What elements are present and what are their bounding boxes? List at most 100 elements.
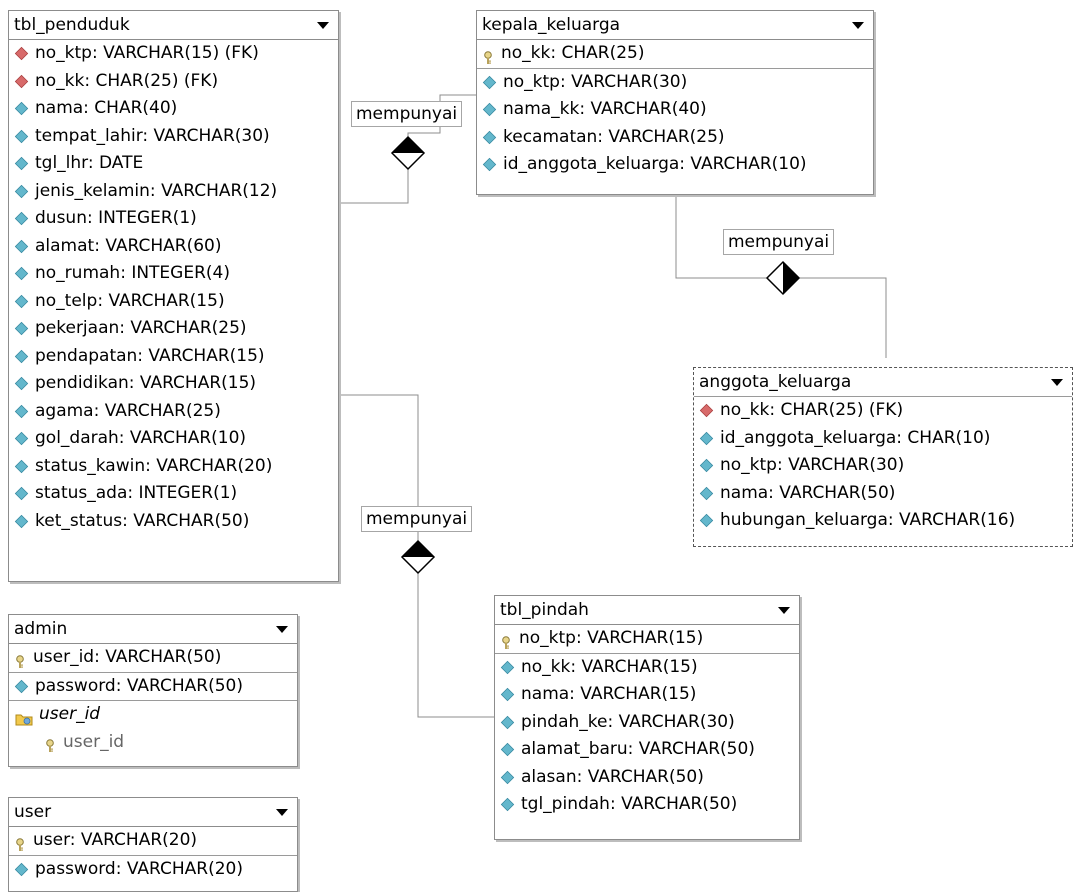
field-text: pekerjaan: VARCHAR(25) <box>35 318 247 338</box>
primary-key-row[interactable]: user_id: VARCHAR(50) <box>9 644 297 673</box>
column-row[interactable]: dusun: INTEGER(1) <box>9 205 338 233</box>
table-tbl-penduduk[interactable]: tbl_penduduk no_ktp: VARCHAR(15) (FK)no_… <box>8 10 339 582</box>
column-icon <box>500 798 515 812</box>
column-row[interactable]: no_ktp: VARCHAR(30) <box>694 452 1072 480</box>
table-header[interactable]: tbl_pindah <box>495 596 799 625</box>
field-text: nama: VARCHAR(50) <box>720 482 896 503</box>
column-row[interactable]: kecamatan: VARCHAR(25) <box>477 124 873 152</box>
column-row[interactable]: agama: VARCHAR(25) <box>9 398 338 426</box>
table-kepala-keluarga[interactable]: kepala_keluarga no_kk: CHAR(25) no_ktp: … <box>476 10 874 195</box>
column-row[interactable]: password: VARCHAR(20) <box>9 856 297 884</box>
key-icon <box>15 651 25 668</box>
column-icon <box>14 862 29 876</box>
field-text: no_ktp: VARCHAR(15) (FK) <box>35 43 259 63</box>
column-row[interactable]: nama: VARCHAR(15) <box>495 681 799 709</box>
field-text: alamat: VARCHAR(60) <box>35 235 222 256</box>
field-text: password: VARCHAR(20) <box>35 858 243 879</box>
column-icon <box>482 158 497 172</box>
column-icon <box>14 157 29 171</box>
column-row[interactable]: jenis_kelamin: VARCHAR(12) <box>9 178 338 206</box>
dropdown-arrow-icon[interactable] <box>1051 379 1063 386</box>
dropdown-arrow-icon[interactable] <box>778 607 790 614</box>
column-row[interactable]: alamat_baru: VARCHAR(50) <box>495 736 799 764</box>
column-row[interactable]: nama: CHAR(40) <box>9 95 338 123</box>
field-text: agama: VARCHAR(25) <box>35 400 221 421</box>
field-text: gol_darah: VARCHAR(10) <box>35 428 247 448</box>
column-icon <box>699 486 714 500</box>
column-row[interactable]: status_ada: INTEGER(1) <box>9 480 338 508</box>
dropdown-arrow-icon[interactable] <box>852 22 864 29</box>
table-header[interactable]: tbl_penduduk <box>9 11 338 40</box>
foreign-key-row[interactable]: no_kk: CHAR(25) (FK) <box>9 68 338 96</box>
table-tbl-pindah[interactable]: tbl_pindah no_ktp: VARCHAR(15) no_kk: VA… <box>494 595 800 840</box>
column-icon <box>699 431 714 445</box>
field-text: jenis_kelamin: VARCHAR(12) <box>35 180 278 201</box>
dropdown-arrow-icon[interactable] <box>276 626 288 633</box>
column-icon <box>14 432 29 446</box>
column-row[interactable]: nama: VARCHAR(50) <box>694 480 1072 508</box>
column-row[interactable]: id_anggota_keluarga: VARCHAR(10) <box>477 151 873 179</box>
column-row[interactable]: pendapatan: VARCHAR(15) <box>9 343 338 371</box>
column-row[interactable]: alamat: VARCHAR(60) <box>9 233 338 261</box>
column-icon <box>14 349 29 363</box>
table-admin[interactable]: admin user_id: VARCHAR(50) password: VAR… <box>8 614 298 767</box>
column-row[interactable]: password: VARCHAR(50) <box>9 673 297 701</box>
foreign-key-icon <box>14 74 29 88</box>
column-row[interactable]: pendidikan: VARCHAR(15) <box>9 370 338 398</box>
column-row[interactable]: tempat_lahir: VARCHAR(30) <box>9 123 338 151</box>
column-icon <box>14 239 29 253</box>
column-row[interactable]: tgl_pindah: VARCHAR(50) <box>495 791 799 819</box>
primary-key-row[interactable]: user: VARCHAR(20) <box>9 827 297 856</box>
field-list: no_kk: VARCHAR(15)nama: VARCHAR(15)pinda… <box>495 654 799 819</box>
column-row[interactable]: status_kawin: VARCHAR(20) <box>9 453 338 481</box>
column-row[interactable]: no_kk: VARCHAR(15) <box>495 654 799 682</box>
table-header[interactable]: admin <box>9 615 297 644</box>
table-header[interactable]: user <box>9 798 297 827</box>
table-user[interactable]: user user: VARCHAR(20) password: VARCHAR… <box>8 797 298 892</box>
field-text: id_anggota_keluarga: CHAR(10) <box>720 427 991 448</box>
column-row[interactable]: hubungan_keluarga: VARCHAR(16) <box>694 507 1072 535</box>
field-text: status_kawin: VARCHAR(20) <box>35 455 273 476</box>
primary-key-row[interactable]: no_kk: CHAR(25) <box>477 40 873 69</box>
relation-label: mempunyai <box>351 101 463 127</box>
table-title: tbl_pindah <box>500 600 589 620</box>
field-list: password: VARCHAR(50) <box>9 673 297 701</box>
column-icon <box>500 688 515 702</box>
field-list: no_ktp: VARCHAR(15) (FK) no_kk: CHAR(25) … <box>9 40 338 535</box>
dropdown-arrow-icon[interactable] <box>317 22 329 29</box>
column-icon <box>14 212 29 226</box>
field-text: nama: CHAR(40) <box>35 98 178 118</box>
column-icon <box>699 459 714 473</box>
column-row[interactable]: ket_status: VARCHAR(50) <box>9 508 338 536</box>
table-title: user <box>14 802 52 822</box>
column-row[interactable]: pindah_ke: VARCHAR(30) <box>495 709 799 737</box>
index-key-row[interactable]: user_id <box>9 729 297 757</box>
table-header[interactable]: kepala_keluarga <box>477 11 873 40</box>
field-list: no_kk: CHAR(25) (FK)id_anggota_keluarga:… <box>694 397 1072 535</box>
table-anggota-keluarga[interactable]: anggota_keluarga no_kk: CHAR(25) (FK)id_… <box>693 367 1073 547</box>
table-title: kepala_keluarga <box>482 15 621 35</box>
dropdown-arrow-icon[interactable] <box>276 809 288 816</box>
key-icon <box>501 632 511 649</box>
column-row[interactable]: id_anggota_keluarga: CHAR(10) <box>694 425 1072 453</box>
table-title: admin <box>14 619 68 639</box>
primary-key-row[interactable]: no_ktp: VARCHAR(15) <box>495 625 799 654</box>
table-header[interactable]: anggota_keluarga <box>694 368 1072 397</box>
column-row[interactable]: nama_kk: VARCHAR(40) <box>477 96 873 124</box>
index-row[interactable]: user_id <box>9 701 297 729</box>
column-row[interactable]: no_ktp: VARCHAR(30) <box>477 69 873 97</box>
column-row[interactable]: no_telp: VARCHAR(15) <box>9 288 338 316</box>
field-text: kecamatan: VARCHAR(25) <box>503 126 725 147</box>
column-row[interactable]: gol_darah: VARCHAR(10) <box>9 425 338 453</box>
key-icon <box>483 47 493 64</box>
column-row[interactable]: alasan: VARCHAR(50) <box>495 764 799 792</box>
field-text: pendidikan: VARCHAR(15) <box>35 373 257 393</box>
field-text: id_anggota_keluarga: VARCHAR(10) <box>503 154 807 174</box>
foreign-key-row[interactable]: no_kk: CHAR(25) (FK) <box>694 397 1072 425</box>
column-row[interactable]: tgl_lhr: DATE <box>9 150 338 178</box>
column-row[interactable]: pekerjaan: VARCHAR(25) <box>9 315 338 343</box>
column-icon <box>14 129 29 143</box>
foreign-key-row[interactable]: no_ktp: VARCHAR(15) (FK) <box>9 40 338 68</box>
column-row[interactable]: no_rumah: INTEGER(4) <box>9 260 338 288</box>
